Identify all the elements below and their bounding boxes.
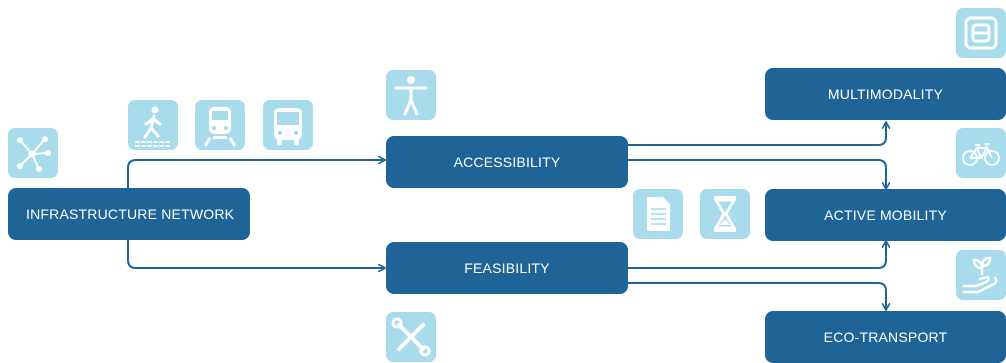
bicycle-icon	[956, 128, 1006, 178]
node-active-mobility: ACTIVE MOBILITY	[765, 189, 1006, 241]
hourglass-icon	[700, 189, 750, 239]
arrow-to-accessibility	[127, 160, 384, 188]
arrow-to-feasibility	[127, 240, 384, 268]
tools-icon	[386, 312, 436, 362]
node-infrastructure-network: INFRASTRUCTURE NETWORK	[8, 188, 250, 240]
modality-icon	[956, 8, 1006, 58]
pedestrian-icon	[128, 100, 178, 150]
train-icon	[195, 100, 245, 150]
arrow-to-multimodality	[628, 123, 886, 146]
document-icon	[633, 189, 683, 239]
eco-hand-icon	[956, 250, 1006, 300]
network-icon	[8, 128, 58, 178]
arrow-feas-to-active	[628, 242, 886, 269]
node-accessibility: ACCESSIBILITY	[386, 136, 628, 188]
arrow-access-to-active	[628, 159, 886, 188]
arrow-to-eco-transport	[628, 282, 886, 309]
bus-icon	[263, 100, 313, 150]
node-multimodality: MULTIMODALITY	[765, 68, 1006, 120]
accessibility-person-icon	[386, 70, 436, 120]
node-feasibility: FEASIBILITY	[386, 242, 628, 294]
node-eco-transport: ECO-TRANSPORT	[765, 311, 1006, 363]
